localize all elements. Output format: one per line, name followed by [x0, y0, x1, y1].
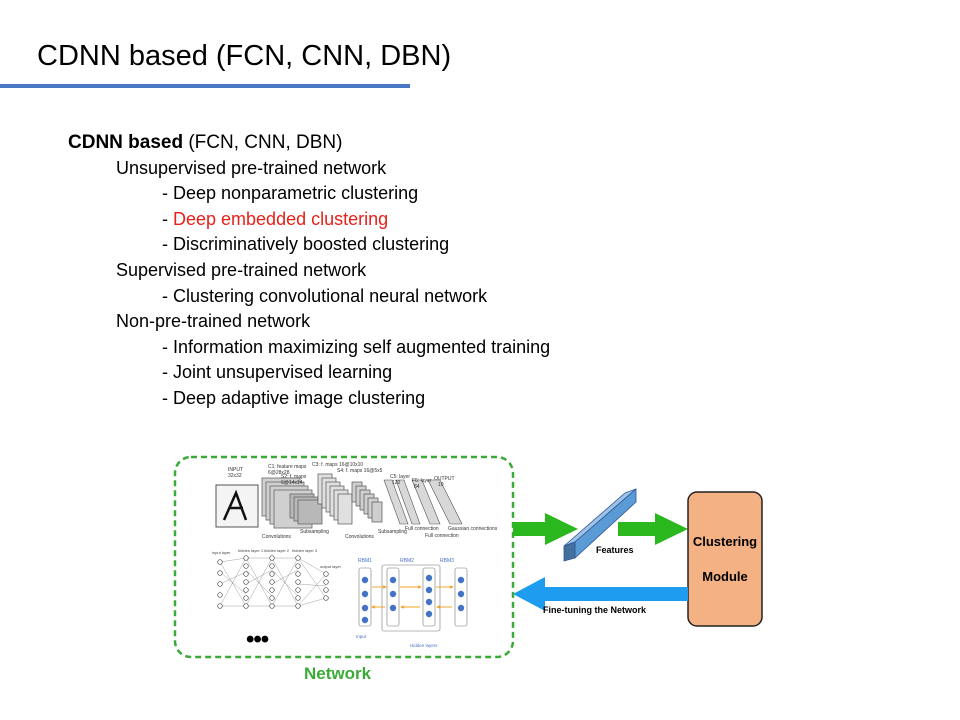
cnn-c5-label: C5: layer	[390, 474, 410, 480]
cnn-s4-label: S4: f. maps 16@5x5	[337, 468, 383, 474]
cnn-architecture-image: INPUT 32x32 C1: feature maps 6@28x28 S2:…	[212, 462, 504, 546]
dbn-architecture-image: RBM1 RBM2 RBM3 Input Hidden layers	[345, 552, 480, 652]
fcn-architecture-image: input layer hidden layer 1 hidden layer …	[212, 548, 342, 609]
cnn-op-full: Full connection	[405, 526, 439, 532]
fine-tuning-arrow	[513, 577, 688, 611]
module-label-line1: Clustering	[693, 534, 757, 549]
fcn-hidden3-label: hidden layer 3	[292, 548, 318, 553]
fine-tuning-label: Fine-tuning the Network	[543, 605, 647, 615]
cnn-output-size: 10	[438, 482, 444, 488]
module-label-line2: Module	[702, 569, 748, 584]
dbn-rbm2-label: RBM2	[400, 558, 414, 564]
method-item: - Clustering convolutional neural networ…	[162, 285, 488, 306]
method-item: - Deep adaptive image clustering	[162, 387, 426, 408]
method-item: - Information maximizing self augmented …	[162, 336, 551, 357]
group-label-unsupervised: Unsupervised pre-trained network	[116, 157, 387, 178]
dbn-rbm3-label: RBM3	[440, 558, 454, 564]
cnn-c3-label: C3: f. maps 16@10x10	[312, 462, 363, 468]
fcn-hidden1-label: hidden layer 1	[238, 548, 264, 553]
dbn-rbm1-label: RBM1	[358, 558, 372, 564]
outline-heading: CDNN based (FCN, CNN, DBN)	[68, 130, 550, 156]
cnn-c1-size: 6@28x28	[268, 470, 290, 476]
cnn-input-size: 32x32	[228, 473, 242, 479]
outline-heading-bold: CDNN based	[68, 132, 184, 153]
highlighted-method: Deep embedded clustering	[173, 208, 389, 229]
green-arrow-to-module	[618, 513, 688, 545]
cnn-op-convolutions-2: Convolutions	[345, 534, 374, 540]
cnn-op-subsampling: Subsampling	[300, 529, 329, 535]
outline: CDNN based (FCN, CNN, DBN) Unsupervised …	[68, 130, 550, 412]
cnn-output-label: OUTPUT	[434, 476, 455, 482]
cnn-op-gaussian: Gaussian connections	[448, 526, 498, 532]
feature-vector-bar	[563, 488, 637, 562]
group-label-supervised: Supervised pre-trained network	[116, 259, 367, 280]
network-box	[173, 455, 515, 659]
slide-title: CDNN based (FCN, CNN, DBN)	[37, 40, 452, 72]
green-arrow-to-features	[513, 513, 578, 545]
fcn-hidden2-label: hidden layer 2	[264, 548, 290, 553]
cnn-s2-size: 6@14x14	[281, 480, 303, 486]
outline-heading-rest: (FCN, CNN, DBN)	[183, 132, 343, 153]
fcn-input-layer-label: input layer	[212, 550, 231, 555]
clustering-module-box	[687, 491, 763, 627]
cnn-op-subsampling-2: Subsampling	[378, 529, 407, 535]
method-item: - Discriminatively boosted clustering	[162, 234, 450, 255]
cnn-op-convolutions: Convolutions	[262, 534, 291, 540]
method-item-highlighted: - Deep embedded clustering	[162, 208, 389, 229]
cnn-s2-label: S2: f. maps	[281, 474, 307, 480]
cnn-input-label: INPUT	[228, 467, 243, 473]
cnn-c5-size: 120	[392, 480, 401, 486]
group-label-non-pretrained: Non-pre-trained network	[116, 311, 311, 332]
cnn-f6-label: F6: layer	[412, 478, 432, 484]
cnn-f6-size: 84	[414, 484, 420, 490]
cnn-op-full-2: Full connection	[425, 533, 459, 539]
dbn-input-label: Input	[356, 634, 367, 639]
more-networks-ellipsis: •••	[246, 626, 269, 653]
cnn-c1-label: C1: feature maps	[268, 464, 307, 470]
fcn-output-layer-label: output layer	[320, 564, 342, 569]
features-label: Features	[596, 545, 634, 555]
dbn-hidden-label: Hidden layers	[410, 643, 438, 648]
method-item: - Deep nonparametric clustering	[162, 183, 419, 204]
method-item: - Joint unsupervised learning	[162, 362, 393, 383]
network-label: Network	[304, 664, 372, 683]
title-underline	[0, 84, 410, 88]
